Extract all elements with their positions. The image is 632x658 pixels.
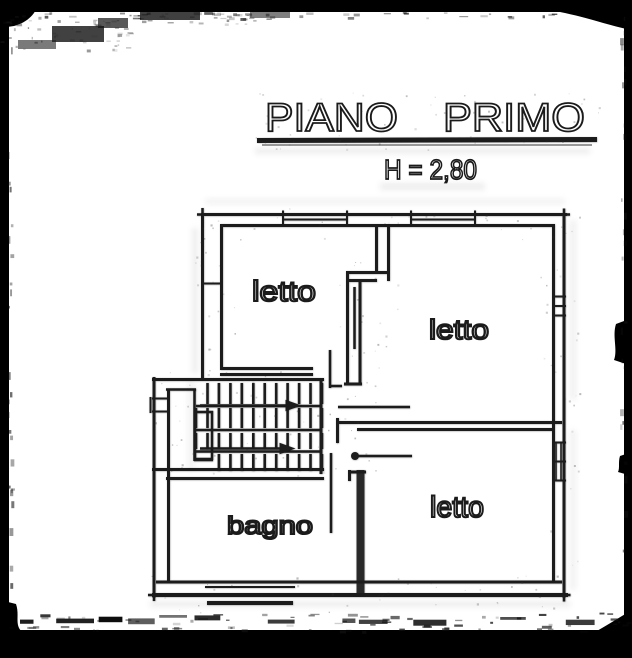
svg-text:H = 2,80: H = 2,80 (384, 154, 477, 185)
svg-text:PRIMO: PRIMO (443, 96, 585, 140)
svg-text:bagno: bagno (227, 512, 313, 540)
svg-text:PIANO: PIANO (265, 96, 398, 140)
svg-text:letto: letto (430, 491, 484, 524)
svg-text:letto: letto (252, 276, 316, 308)
svg-text:letto: letto (429, 314, 489, 345)
